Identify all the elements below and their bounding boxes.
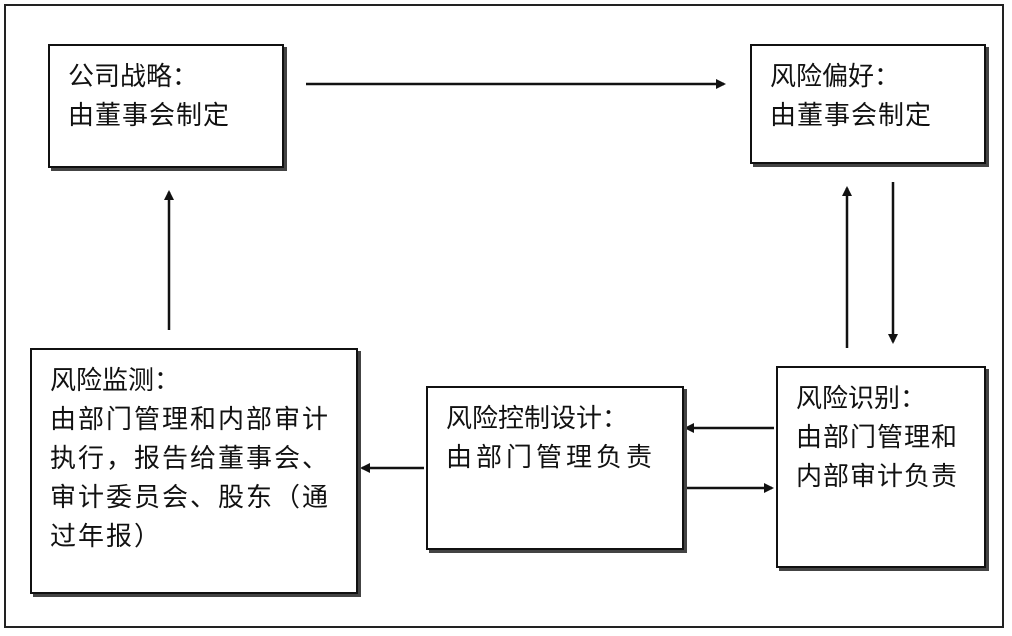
node-risk-monitoring: 风险监测： 由部门管理和内部审计执行，报告给董事会、审计委员会、股东（通过年报） xyxy=(30,348,358,594)
node-title: 风险监测： xyxy=(50,366,181,396)
node-risk-control-design: 风险控制设计： 由部门管理负责 xyxy=(426,386,684,550)
node-body: 由部门管理负责 xyxy=(446,443,657,473)
node-title: 风险控制设计： xyxy=(446,404,629,434)
node-body: 由董事会制定 xyxy=(68,101,231,131)
node-body: 由部门管理和内部审计负责 xyxy=(796,423,959,492)
node-risk-identification: 风险识别： 由部门管理和内部审计负责 xyxy=(776,366,986,568)
node-body: 由董事会制定 xyxy=(770,101,933,131)
node-body: 由部门管理和内部审计执行，报告给董事会、审计委员会、股东（通过年报） xyxy=(50,405,331,552)
node-title: 风险偏好： xyxy=(770,62,901,92)
node-title: 公司战略： xyxy=(68,62,199,92)
node-company-strategy: 公司战略： 由董事会制定 xyxy=(48,44,284,168)
node-title: 风险识别： xyxy=(796,384,927,414)
node-risk-appetite: 风险偏好： 由董事会制定 xyxy=(750,44,986,164)
